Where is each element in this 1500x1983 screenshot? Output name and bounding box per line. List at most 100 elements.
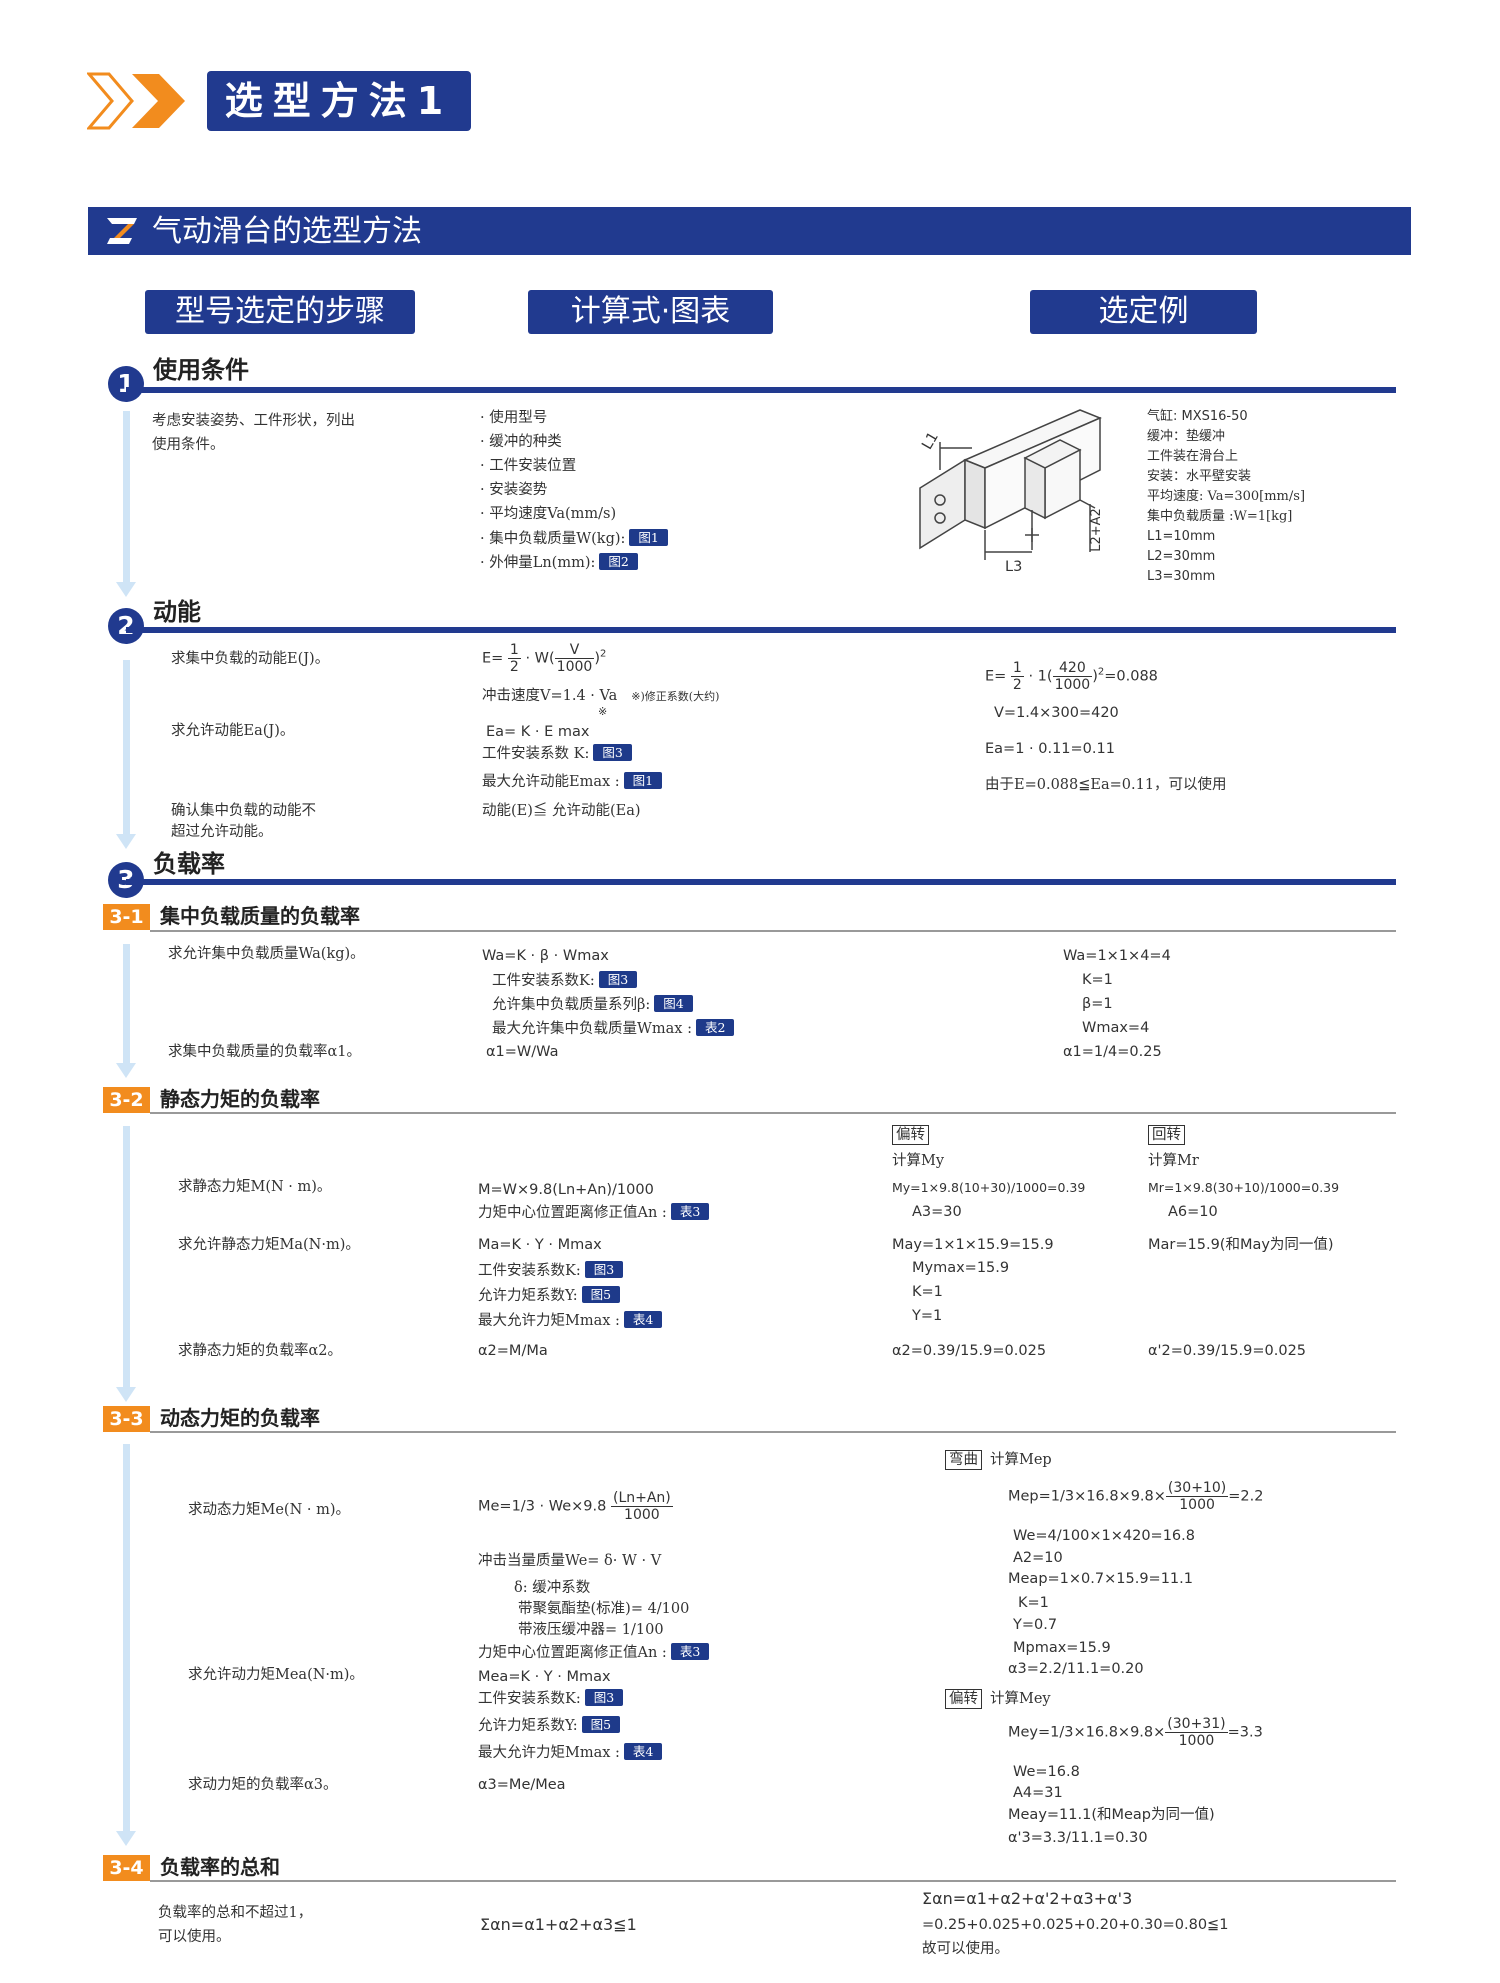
table-link[interactable]: 表4 [623,1743,663,1760]
page-title: 选型方法1 [207,71,471,131]
s32-roll-calc: 计算Mr [1148,1153,1199,1169]
f-exponent: 2 [599,648,607,660]
s1-item: · 集中负载质量W(kg):图1 [480,529,668,548]
s33-pitch-line: A2=10 [1013,1550,1063,1566]
s31-example: Wmax=4 [1082,1020,1150,1036]
frac-den: 1000 [556,659,593,675]
s1-example-line: 工件装在滑台上 [1147,449,1239,464]
s1-example-line: 平均速度: Va=300[mm/s] [1147,489,1306,504]
frac-num: (30+10) [1165,1480,1229,1497]
yaw-label-box: 偏转 [945,1689,982,1709]
s33-formula: 工件安装系数K:图3 [478,1689,624,1708]
f-text: 工件安装系数K: [492,973,595,989]
frac-den: 1000 [1178,1733,1215,1749]
s33-pitch-line: Y=0.7 [1013,1617,1058,1633]
s1-item: · 安装姿势 [480,482,548,498]
column-formula: 计算式·图表 [528,290,773,334]
figure-link[interactable]: 图3 [584,1261,624,1278]
s34-example: 故可以使用。 [922,1941,1009,1957]
frac-den: 1000 [1054,677,1091,693]
s33-question: 求允许动力矩Mea(N·m)。 [188,1667,364,1683]
s31-example: α1=1/4=0.25 [1063,1044,1162,1060]
figure-link[interactable]: 图5 [581,1286,621,1303]
sub-3-2-badge: 3-2 [103,1087,150,1113]
s33-question: 求动态力矩Me(N · m)。 [188,1502,351,1518]
figure-link[interactable]: 图3 [593,744,632,761]
s32-yaw-line: K=1 [912,1284,943,1300]
s33-formula: Mea=K · Y · Mmax [478,1669,611,1685]
s31-formula: 最大允许集中负载质量Wmax :表2 [492,1019,735,1038]
frac-num: (Ln+An) [610,1490,673,1507]
frac-den: 2 [1012,677,1022,693]
yaw-calc: 计算Mey [990,1691,1051,1707]
s32-roll-line: α'2=0.39/15.9=0.025 [1148,1343,1307,1359]
flow-arrow-2 [116,660,136,849]
step-1-desc: 考虑安装姿势、工件形状，列出 [152,413,355,429]
sub-3-3-badge: 3-3 [103,1406,150,1432]
s33-formula: 力矩中心位置距离修正值An :表3 [478,1643,710,1662]
s33-formula: δ: 缓冲系数 [514,1580,591,1596]
figure-link[interactable]: 图3 [598,971,638,988]
sub-3-4-rule [150,1880,1396,1882]
s33-yaw-line: Meay=11.1(和Meap为同一值) [1008,1807,1215,1823]
figure-link[interactable]: 图3 [584,1689,624,1706]
figure-link[interactable]: 图4 [654,995,693,1012]
s1-item-text: · 集中负载质量W(kg): [480,531,626,547]
correction-mark: ※ [598,705,608,718]
f-text: Me=1/3 · We×9.8 [478,1498,607,1515]
table-link[interactable]: 表4 [623,1311,663,1328]
s1-example-line: L3=30mm [1147,569,1216,584]
s33-question: 求动力矩的负载率α3。 [188,1777,338,1793]
frac-den: 2 [509,659,519,675]
figure-link[interactable]: 图1 [629,529,668,546]
s32-yaw-line: A3=30 [912,1204,962,1220]
f-text: Mey=1/3×16.8×9.8× [1008,1724,1166,1741]
s33-formula: 最大允许力矩Mmax :表4 [478,1743,663,1762]
f-text: 力矩中心位置距离修正值An : [478,1645,667,1661]
s1-example-line: 安装：水平壁安装 [1147,469,1252,484]
s34-question: 负载率的总和不超过1， [158,1905,313,1921]
s31-formula: α1=W/Wa [486,1044,559,1060]
column-steps: 型号选定的步骤 [145,290,415,334]
s32-question: 求静态力矩M(N · m)。 [178,1179,332,1195]
s33-formula: 带聚氨酯垫(标准)= 4/100 [518,1601,690,1617]
frac-num: 420 [1052,660,1093,677]
f-text: =0.088 [1104,668,1158,685]
figure-link[interactable]: 图2 [599,553,638,570]
s32-yaw-line: May=1×1×15.9=15.9 [892,1237,1054,1253]
figure-link[interactable]: 图1 [623,772,663,789]
s33-yaw-line: A4=31 [1013,1785,1063,1801]
figure-link[interactable]: 图5 [581,1716,621,1733]
s33-yaw-formula: Mey=1/3×16.8×9.8×(30+31)1000=3.3 [1008,1716,1263,1749]
formula-compare: 动能(E)≦ 允许动能(Ea) [482,803,641,819]
table-link[interactable]: 表2 [695,1019,735,1036]
s32-question: 求允许静态力矩Ma(N·m)。 [178,1237,360,1253]
s31-example: K=1 [1082,972,1113,988]
step-1-number: 1 [108,366,144,402]
sub-3-2-rule [150,1112,1396,1114]
table-link[interactable]: 表3 [670,1643,710,1660]
slide-table-diagram [910,400,1120,580]
step-2-rule [126,627,1396,633]
table-link[interactable]: 表3 [670,1203,710,1220]
dim-l2a2-label: L2+A2 [1088,508,1104,552]
example-conclusion: 由于E=0.088≦Ea=0.11，可以使用 [985,777,1227,793]
s32-roll-label: 回转 [1148,1124,1193,1145]
s31-question: 求集中负载质量的负载率α1。 [168,1044,362,1060]
s32-yaw-line: Y=1 [912,1308,943,1324]
flow-arrow-3-2 [116,1126,136,1402]
flow-arrow-3-3 [116,1444,136,1846]
s33-yaw-line: We=16.8 [1013,1764,1080,1780]
sub-3-4-title: 负载率的总和 [160,1855,280,1879]
sub-3-1-badge: 3-1 [103,904,150,930]
s1-example-line: 气缸: MXS16-50 [1147,409,1248,424]
s1-example-line: L2=30mm [1147,549,1216,564]
s32-roll-line: A6=10 [1168,1204,1218,1220]
f-text: E= [482,650,504,667]
s1-item: · 工件安装位置 [480,458,577,474]
s2-question: 求允许动能Ea(J)。 [171,723,295,739]
